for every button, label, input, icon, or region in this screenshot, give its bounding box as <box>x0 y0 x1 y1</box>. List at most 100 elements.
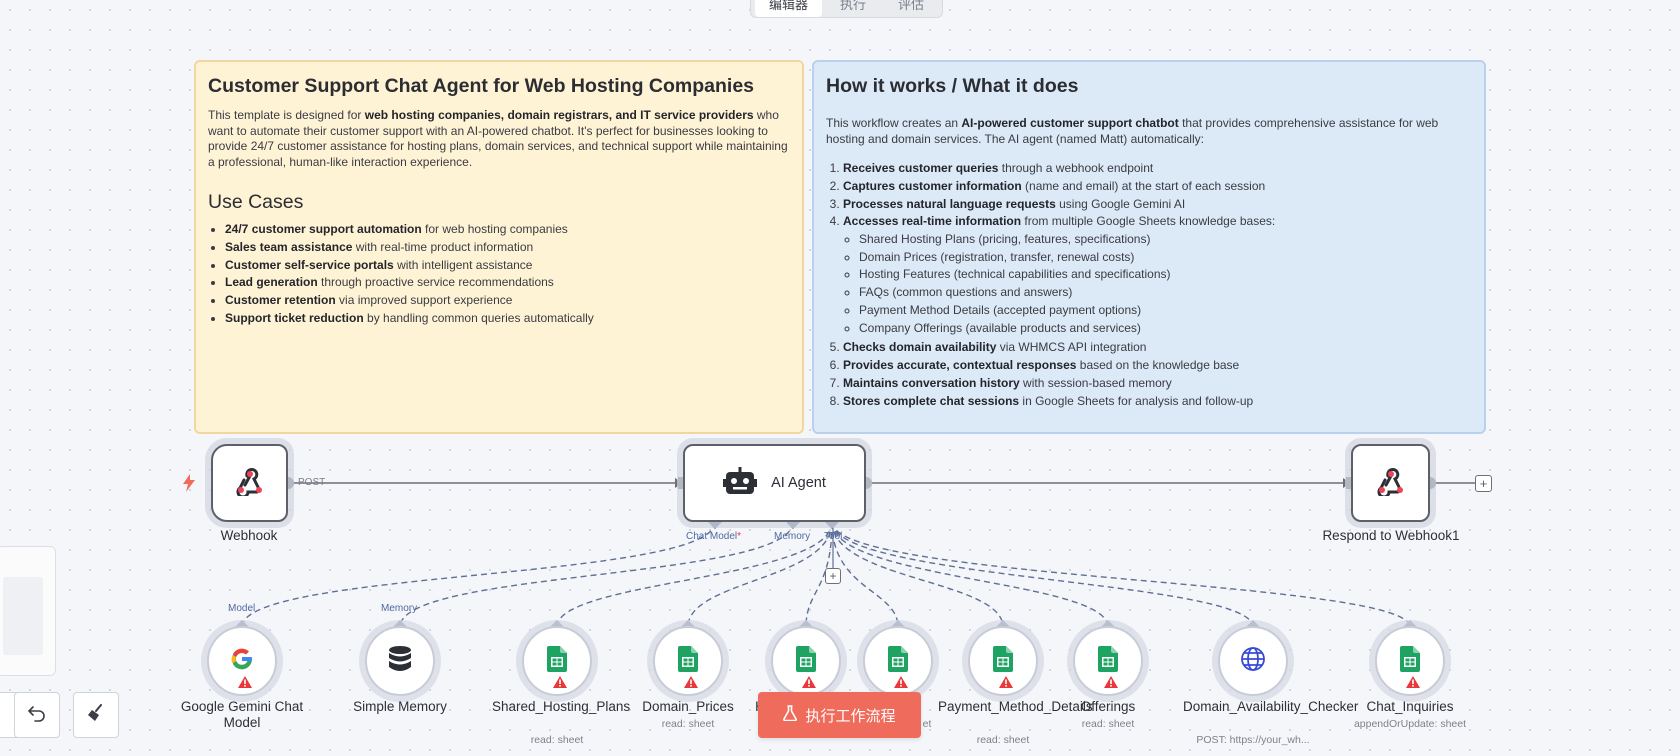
ai-agent-label: AI Agent <box>771 475 826 491</box>
list-item: Provides accurate, contextual responses … <box>843 358 1472 374</box>
webhook-node[interactable] <box>211 444 288 522</box>
payment-method-subtitle: read: sheet <box>976 734 1030 746</box>
domain-availability-checker-node[interactable] <box>1218 626 1288 696</box>
payment-method-node[interactable] <box>968 626 1038 696</box>
list-item: Domain Prices (registration, transfer, r… <box>859 250 1472 266</box>
google-icon <box>229 646 255 677</box>
ai-agent-node[interactable]: AI Agent <box>683 444 866 522</box>
shared-hosting-label: Shared_Hosting_Plans <box>492 699 631 714</box>
list-item: Receives customer queries through a webh… <box>843 161 1472 177</box>
warning-icon <box>1406 675 1420 688</box>
webhook-icon <box>234 466 266 501</box>
robot-icon <box>723 466 758 500</box>
simple-memory-node[interactable] <box>365 626 435 696</box>
connection-tool-shared <box>556 521 833 628</box>
offerings-label: Offerings <box>1080 699 1136 714</box>
list-item: FAQs (common questions and answers) <box>859 285 1472 301</box>
list-item: Shared Hosting Plans (pricing, features,… <box>859 232 1472 248</box>
undo-icon <box>28 704 46 727</box>
offerings-subtitle: read: sheet <box>1081 718 1135 730</box>
connection-memory <box>399 521 794 628</box>
broom-icon <box>87 703 105 727</box>
domain-checker-label: Domain_Availability_Checker <box>1183 699 1359 714</box>
undo-button[interactable] <box>14 692 60 738</box>
list-item: 24/7 customer support automation for web… <box>225 222 790 238</box>
google-sheets-icon <box>1098 645 1118 677</box>
database-icon <box>388 645 412 677</box>
faqs-subtitle: et <box>922 718 932 730</box>
domain-prices-label: Domain_Prices <box>642 699 734 714</box>
list-item: Accesses real-time information from mult… <box>843 214 1472 336</box>
respond-to-webhook-node[interactable] <box>1351 444 1430 522</box>
connection-tool-domain-prices <box>687 521 833 628</box>
clear-execution-button[interactable] <box>73 692 119 738</box>
connection-tool-domain-checker <box>831 521 1254 628</box>
list-item: Maintains conversation history with sess… <box>843 376 1472 392</box>
chat-model-port-label: Chat Model* <box>686 531 742 542</box>
list-item: Stores complete chat sessions in Google … <box>843 394 1472 410</box>
webhook-node-label: Webhook <box>220 528 278 543</box>
domain-checker-subtitle: POST: https://your_wh... <box>1196 734 1310 746</box>
add-node-button[interactable]: + <box>1475 475 1492 492</box>
use-cases-heading: Use Cases <box>208 191 304 213</box>
domain-prices-subtitle: read: sheet <box>661 718 715 730</box>
faqs-node[interactable] <box>863 626 933 696</box>
google-sheets-icon <box>993 645 1013 677</box>
steps-list: Receives customer queries through a webh… <box>843 161 1472 409</box>
execute-workflow-button[interactable]: 执行工作流程 <box>758 692 921 738</box>
add-tool-button[interactable]: + <box>825 568 841 584</box>
note-intro: This workflow creates an AI-powered cust… <box>826 116 1439 146</box>
tool-port-label: Tool <box>824 531 843 542</box>
warning-icon <box>553 675 567 688</box>
connection-tool-chat-inquiries <box>831 521 1411 628</box>
connection-tool-offerings <box>831 521 1109 628</box>
list-item: Customer self-service portals with intel… <box>225 258 790 274</box>
memory-port-label: Memory <box>381 603 418 614</box>
list-item: Lead generation through proactive servic… <box>225 275 790 291</box>
shared-hosting-subtitle: read: sheet <box>530 734 584 746</box>
tab-editor[interactable]: 编辑器 <box>755 0 823 17</box>
google-gemini-node[interactable] <box>207 626 277 696</box>
chat-inquiries-node[interactable] <box>1375 626 1445 696</box>
hosting-features-node[interactable] <box>771 626 841 696</box>
list-item: Processes natural language requests usin… <box>843 197 1472 213</box>
note-title: Customer Support Chat Agent for Web Host… <box>208 75 755 97</box>
google-sheets-icon <box>1400 645 1420 677</box>
google-sheets-icon <box>678 645 698 677</box>
canvas-minimap[interactable] <box>0 546 56 676</box>
webhook-method-label: POST <box>298 477 326 488</box>
execute-workflow-label: 执行工作流程 <box>805 707 896 725</box>
list-item: Support ticket reduction by handling com… <box>225 311 790 327</box>
globe-icon <box>1240 646 1266 677</box>
warning-icon <box>684 675 698 688</box>
sticky-note-how-it-works[interactable]: How it works / What it does This workflo… <box>812 60 1486 434</box>
list-item: Captures customer information (name and … <box>843 179 1472 195</box>
knowledge-base-list: Shared Hosting Plans (pricing, features,… <box>859 232 1472 336</box>
list-item: Sales team assistance with real-time pro… <box>225 240 790 256</box>
memory-node-label: Simple Memory <box>353 699 447 714</box>
list-item: Company Offerings (available products an… <box>859 321 1472 337</box>
google-sheets-icon <box>888 645 908 677</box>
webhook-icon <box>1375 466 1407 501</box>
offerings-node[interactable] <box>1073 626 1143 696</box>
list-item: Customer retention via improved support … <box>225 293 790 309</box>
sticky-note-overview[interactable]: Customer Support Chat Agent for Web Host… <box>194 60 804 434</box>
list-item: Checks domain availability via WHMCS API… <box>843 340 1472 356</box>
shared-hosting-plans-node[interactable] <box>522 626 592 696</box>
list-item: Hosting Features (technical capabilities… <box>859 267 1472 283</box>
list-item: Payment Method Details (accepted payment… <box>859 303 1472 319</box>
tab-evaluations[interactable]: 评估 <box>898 0 925 12</box>
use-cases-list: 24/7 customer support automation for web… <box>225 222 790 326</box>
payment-method-label: Payment_Method_Details <box>938 699 1093 714</box>
gemini-node-label: Google Gemini Chat Model <box>180 699 304 730</box>
respond-node-label: Respond to Webhook1 <box>1322 528 1460 543</box>
flask-icon <box>783 705 798 725</box>
warning-icon <box>894 675 908 688</box>
memory-port-label: Memory <box>774 531 811 542</box>
tab-executions[interactable]: 执行 <box>840 0 867 12</box>
domain-prices-node[interactable] <box>653 626 723 696</box>
minimap-viewport <box>3 577 43 655</box>
google-sheets-icon <box>547 645 567 677</box>
model-port-label: Model <box>228 603 256 614</box>
warning-icon <box>238 675 252 688</box>
